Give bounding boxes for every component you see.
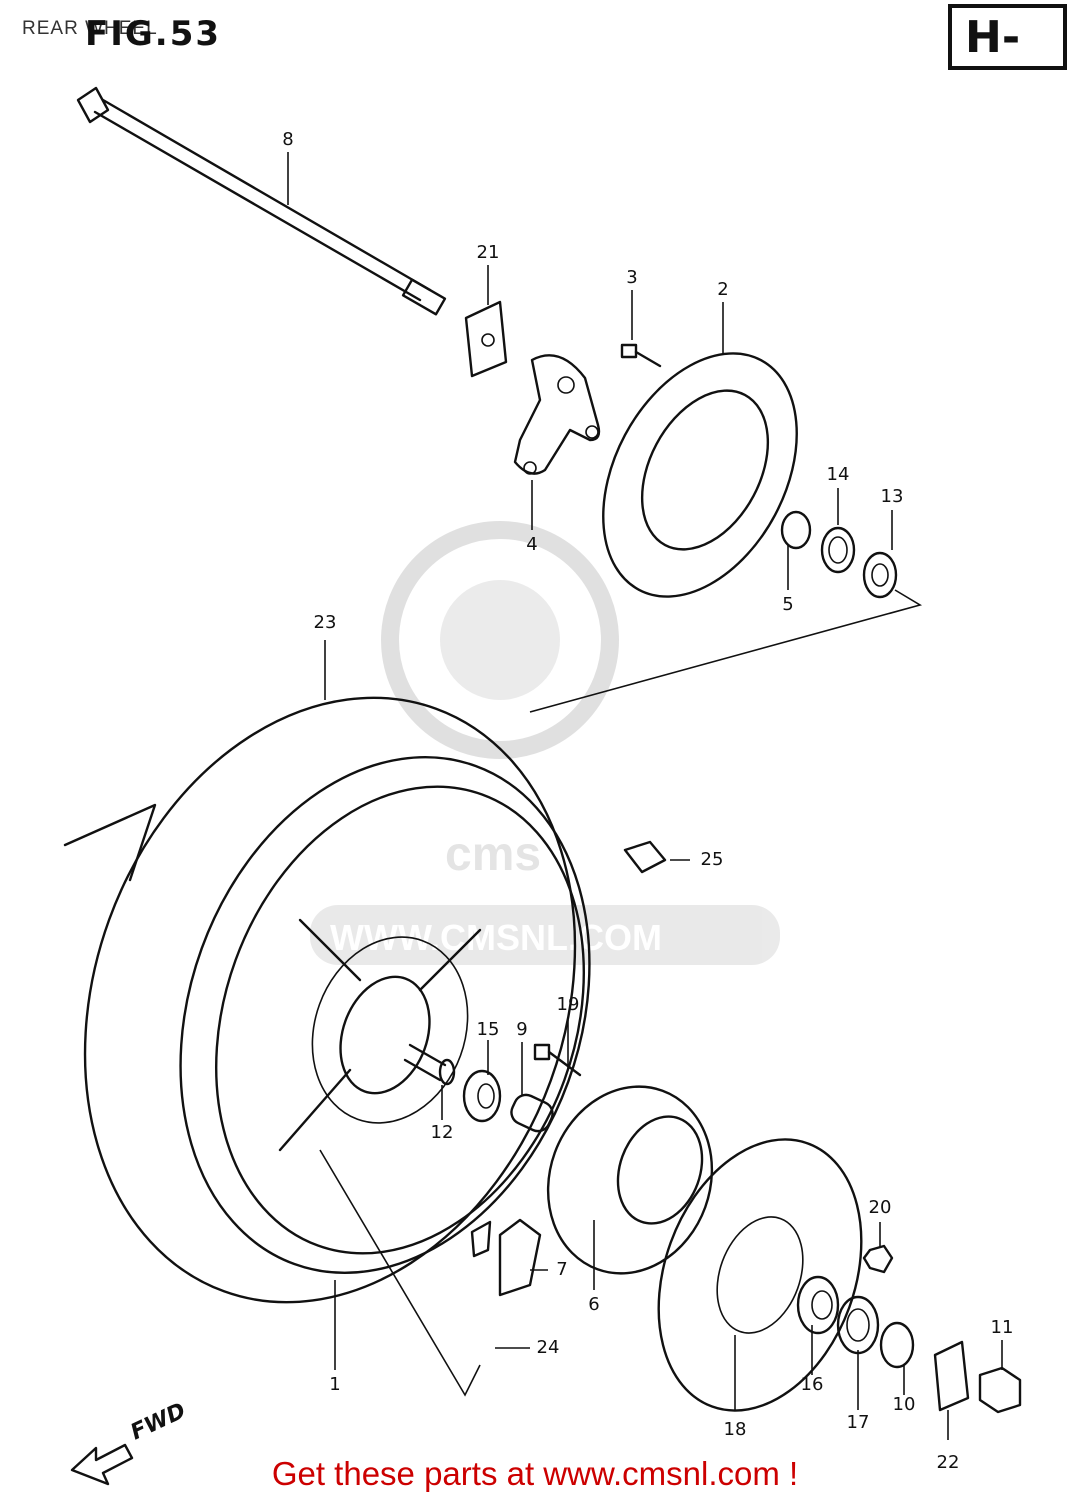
label-21: 21 [477, 242, 500, 263]
label-25: 25 [701, 849, 724, 870]
label-19: 19 [557, 994, 580, 1015]
label-14: 14 [827, 464, 850, 485]
fwd-label: FWD [127, 1398, 190, 1445]
label-12: 12 [431, 1122, 454, 1143]
label-18: 18 [724, 1419, 747, 1440]
part-chain-adjuster-plate [464, 300, 508, 378]
part-axle [76, 86, 447, 316]
label-11: 11 [991, 1317, 1014, 1338]
part-disc-bolt [620, 343, 662, 368]
part-rear-sprocket [657, 1138, 863, 1412]
page-title: REAR WHEEL [22, 18, 158, 39]
part-wheel [215, 785, 585, 1255]
label-6: 6 [588, 1294, 599, 1315]
label-5: 5 [782, 594, 793, 615]
watermark-logo: cms WWW.CMSNL.COM [310, 521, 780, 965]
part-spacer-5 [780, 510, 812, 550]
label-4: 4 [526, 534, 537, 555]
part-spacer-10 [879, 1321, 915, 1369]
part-stud-19 [533, 1043, 582, 1077]
part-seal-14 [820, 526, 856, 574]
part-balancer-24 [470, 1220, 492, 1258]
label-17: 17 [847, 1412, 870, 1433]
leader-lines [287, 152, 1003, 1440]
label-23: 23 [314, 612, 337, 633]
part-adjuster-plate-22 [933, 1340, 970, 1412]
part-clip-25 [623, 840, 667, 874]
figure-title: FIG.53 [85, 14, 221, 54]
label-10: 10 [893, 1394, 916, 1415]
label-8: 8 [282, 129, 293, 150]
label-24: 24 [537, 1337, 560, 1358]
label-13: 13 [881, 486, 904, 507]
label-15: 15 [477, 1019, 500, 1040]
label-9: 9 [516, 1019, 527, 1040]
section-code: H- [965, 12, 1020, 63]
part-collar-12 [403, 1043, 456, 1086]
forward-arrow-icon [70, 1443, 134, 1486]
label-22: 22 [937, 1452, 960, 1473]
part-caliper-bracket [513, 354, 601, 475]
svg-text:cms: cms [445, 828, 541, 881]
part-axle-nut-11 [978, 1366, 1022, 1414]
part-bearing-13 [862, 551, 898, 599]
watermark-text: WWW.CMSNL.COM [330, 917, 662, 958]
label-7: 7 [556, 1259, 567, 1280]
part-nut-20 [862, 1244, 894, 1274]
part-tire [63, 696, 591, 1304]
label-2: 2 [717, 279, 728, 300]
part-bearing-16 [796, 1275, 840, 1335]
part-seal-17 [836, 1295, 880, 1355]
part-spacer-9 [510, 1093, 554, 1133]
part-labels: 8 21 3 2 4 5 14 13 23 25 19 9 15 12 20 6… [282, 129, 1013, 1473]
label-1: 1 [329, 1374, 340, 1395]
part-damper-7 [498, 1218, 542, 1297]
part-brake-disc [602, 352, 798, 598]
section-code-box: H- [948, 4, 1067, 70]
label-16: 16 [801, 1374, 824, 1395]
part-bearing-15 [462, 1069, 502, 1123]
promo-link[interactable]: Get these parts at www.cmsnl.com ! [271, 1455, 799, 1492]
part-sprocket-hub [546, 1085, 714, 1275]
label-20: 20 [869, 1197, 892, 1218]
label-3: 3 [626, 267, 637, 288]
